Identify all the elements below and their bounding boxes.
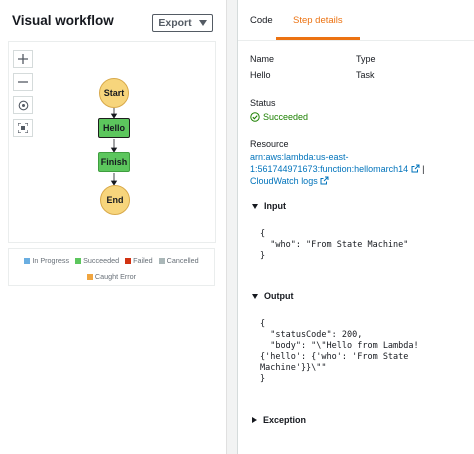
tab-code[interactable]: Code [250,15,273,26]
input-label: Input [264,201,286,211]
workflow-canvas[interactable]: Start Hello Finish End [8,41,216,243]
node-finish[interactable]: Finish [98,152,130,172]
status-badge: Succeeded [250,112,308,122]
tab-step-details[interactable]: Step details [293,15,343,26]
node-start-label: Start [103,88,125,98]
legend-in-progress-label: In Progress [32,256,70,265]
external-link-icon[interactable] [411,164,420,173]
zoom-out-button[interactable] [13,73,33,91]
caret-down-icon [198,20,207,26]
workflow-edges [110,108,118,186]
legend-cancelled-label: Cancelled [166,256,199,265]
caret-down-icon [252,293,258,299]
node-start[interactable]: Start [99,78,129,108]
legend-cancelled: Cancelled [158,256,199,265]
resource-arn-line2[interactable]: 1:561744971673:function:hellomarch14 [250,164,409,174]
exception-section-toggle[interactable]: Exception [252,415,306,425]
target-icon [18,100,28,110]
output-section-toggle[interactable]: Output [252,291,294,301]
legend-row-1: In Progress Succeeded Failed Cancelled [9,256,214,265]
minus-icon [18,81,28,83]
node-end[interactable]: End [100,185,130,215]
plus-icon [18,54,28,64]
type-value: Task [356,70,375,80]
panel-title: Visual workflow [12,13,114,28]
expand-icon [18,123,28,133]
cloudwatch-link-label: CloudWatch logs [250,176,318,186]
cloudwatch-link[interactable]: CloudWatch logs [250,176,329,186]
fit-view-button[interactable] [13,119,33,137]
output-code: { "statusCode": 200, "body": "\"Hello fr… [260,319,419,384]
export-button[interactable]: Export [152,14,213,32]
legend-in-progress: In Progress [24,256,69,265]
cancelled-swatch-icon [158,257,165,264]
name-value: Hello [250,70,271,80]
external-link-icon [320,176,329,185]
visual-workflow-panel: Visual workflow Export Start Hell [0,0,227,454]
resource-label: Resource [250,139,289,149]
name-label: Name [250,54,275,64]
legend: In Progress Succeeded Failed Cancelled C… [8,248,215,286]
legend-caught-error-label: Caught Error [94,272,137,281]
input-code: { "who": "From State Machine" } [260,229,409,261]
resource-separator: | [422,164,425,174]
status-value: Succeeded [263,112,309,122]
step-details-panel: Code Step details Name Hello Type Task S… [237,0,474,454]
in-progress-swatch-icon [24,257,31,264]
zoom-in-button[interactable] [13,50,33,68]
exception-label: Exception [263,415,307,425]
tab-bar: Code Step details [238,0,474,41]
input-section-toggle[interactable]: Input [252,201,286,211]
output-label: Output [264,291,294,301]
caret-down-icon [252,203,258,209]
caret-right-icon [252,417,257,423]
legend-failed-label: Failed [133,256,153,265]
legend-succeeded: Succeeded [75,256,119,265]
succeeded-swatch-icon [75,257,82,264]
legend-succeeded-label: Succeeded [83,256,120,265]
legend-row-2: Caught Error [9,272,214,281]
export-label: Export [158,17,192,29]
status-label: Status [250,98,276,108]
active-tab-indicator [276,37,360,40]
node-end-label: End [106,195,124,205]
legend-failed: Failed [125,256,153,265]
node-hello[interactable]: Hello [98,118,130,138]
legend-caught-error: Caught Error [86,272,137,281]
type-label: Type [356,54,376,64]
node-finish-label: Finish [100,157,128,167]
check-circle-icon [250,112,260,122]
node-hello-label: Hello [102,123,125,133]
resource-arn-line1[interactable]: arn:aws:lambda:us-east- [250,152,349,162]
resource-arn-row: 1:561744971673:function:hellomarch14 | [250,164,425,174]
caught-error-swatch-icon [86,273,93,280]
center-button[interactable] [13,96,33,114]
failed-swatch-icon [125,257,132,264]
